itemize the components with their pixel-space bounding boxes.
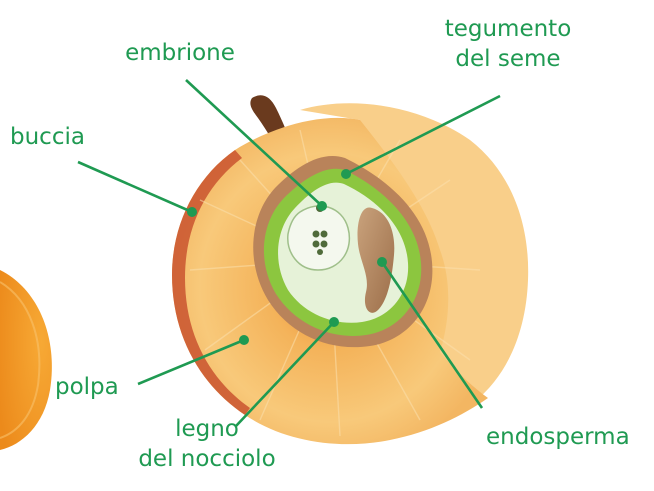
- label-embrione: embrione: [100, 38, 260, 68]
- label-polpa: polpa: [55, 372, 155, 402]
- label-legno-del-nocciolo: legno del nocciolo: [112, 414, 302, 474]
- label-embrione-text: embrione: [100, 38, 260, 68]
- label-buccia: buccia: [10, 122, 110, 152]
- label-tegumento-line1: tegumento: [428, 14, 588, 44]
- label-buccia-text: buccia: [10, 122, 110, 152]
- label-tegumento-line2: del seme: [428, 44, 588, 74]
- label-polpa-text: polpa: [55, 372, 155, 402]
- side-fruit-slice: [0, 270, 52, 450]
- label-legno-line2: del nocciolo: [112, 444, 302, 474]
- label-endosperma-text: endosperma: [486, 422, 654, 452]
- label-endosperma: endosperma: [486, 422, 654, 452]
- label-legno-line1: legno: [112, 414, 302, 444]
- embryo-sac: [288, 206, 350, 270]
- label-tegumento-del-seme: tegumento del seme: [428, 14, 588, 74]
